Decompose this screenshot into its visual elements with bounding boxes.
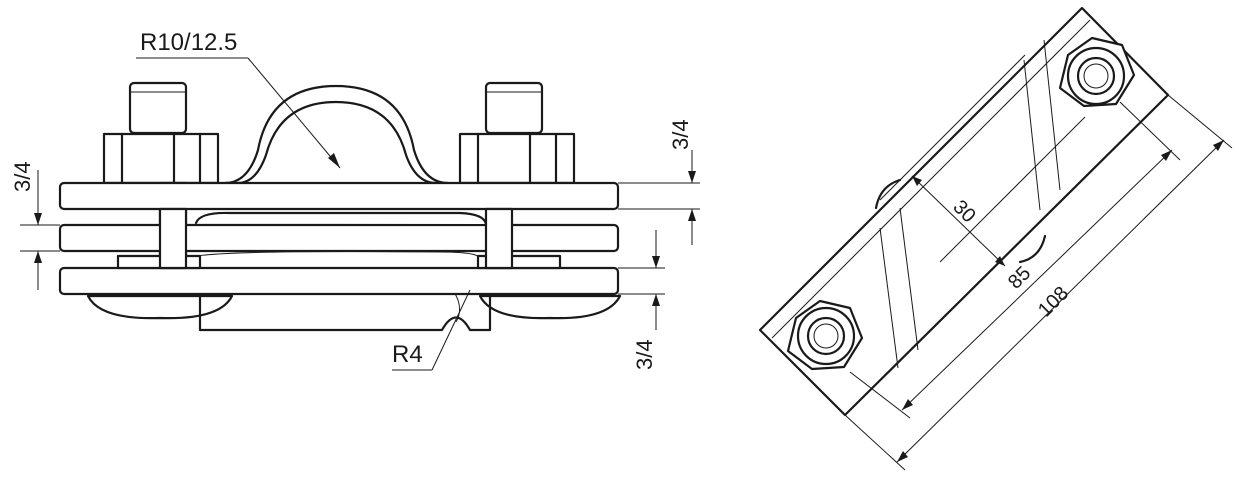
hole-spacing-label: 85 — [1004, 262, 1035, 293]
left-arrow-1 — [34, 213, 42, 225]
left-thickness-label: 3/4 — [10, 161, 35, 192]
bottom-bolt-hole — [813, 323, 839, 349]
overall-length-label: 108 — [1034, 282, 1073, 321]
bottom-washer — [796, 306, 856, 366]
saddle-arch-inner — [236, 100, 438, 185]
top-plate — [58, 181, 620, 211]
top-bolt-hole — [1083, 63, 1109, 89]
ridge-1 — [879, 54, 1026, 201]
tr-arrow-1 — [688, 171, 696, 183]
bottom-bolt-end — [806, 316, 846, 356]
br-arrow-2 — [652, 294, 660, 306]
mid-strip-line — [195, 251, 479, 257]
top-washer — [1066, 46, 1126, 106]
right-bolt-through — [484, 207, 514, 270]
small-radius-label: R4 — [392, 341, 423, 368]
left-dome — [86, 294, 234, 320]
hatch-4 — [1043, 39, 1061, 191]
length-arrow-2 — [1213, 140, 1224, 151]
r4-leader — [431, 289, 471, 371]
bottom-nut — [786, 299, 864, 371]
spacing-ext-1 — [1119, 101, 1181, 161]
width-dim-line — [911, 175, 1006, 267]
tr-arrow-2 — [688, 209, 696, 221]
hatch-2 — [899, 207, 919, 351]
hatch-1 — [879, 227, 899, 369]
left-bolt-through — [158, 207, 188, 270]
spacing-arrow-2 — [1161, 150, 1172, 161]
top-view: 30 85 108 — [758, 6, 1233, 471]
ridge-cap-right — [1018, 234, 1047, 264]
radius-label: R10/12.5 — [140, 29, 237, 56]
width-arrow-2 — [995, 256, 1005, 266]
left-bolt-shank — [128, 81, 188, 135]
length-arrow-1 — [897, 451, 908, 462]
width-arrow-1 — [912, 176, 922, 186]
radius-leader — [247, 57, 341, 169]
side-view: R10/12.5 R4 3/4 3/4 3/4 — [10, 29, 700, 371]
radius-arrow — [328, 153, 340, 168]
right-dome — [478, 294, 622, 320]
middle-plate — [58, 223, 620, 253]
hatch-3 — [1023, 59, 1041, 211]
br-arrow-1 — [652, 256, 660, 268]
spacing-ext-2 — [849, 371, 911, 419]
length-ext-2 — [844, 414, 906, 471]
top-bolt-end — [1076, 56, 1116, 96]
bottom-right-thickness-label: 3/4 — [632, 339, 657, 370]
plate-edge — [771, 19, 1091, 339]
spacing-arrow-1 — [902, 399, 913, 410]
inner-strip — [194, 211, 488, 226]
left-arrow-2 — [34, 251, 42, 263]
saddle-arch — [223, 84, 450, 185]
length-ext-1 — [1167, 94, 1233, 149]
bottom-clamp-strip — [198, 294, 492, 332]
top-right-thickness-label: 3/4 — [668, 119, 693, 150]
ridge-2 — [939, 116, 1086, 263]
length-dim-line — [896, 139, 1225, 463]
spacing-dim-line — [901, 149, 1173, 411]
bottom-plate — [58, 266, 620, 296]
right-bolt-shank — [484, 81, 544, 135]
ridge-cap-left — [874, 178, 902, 210]
